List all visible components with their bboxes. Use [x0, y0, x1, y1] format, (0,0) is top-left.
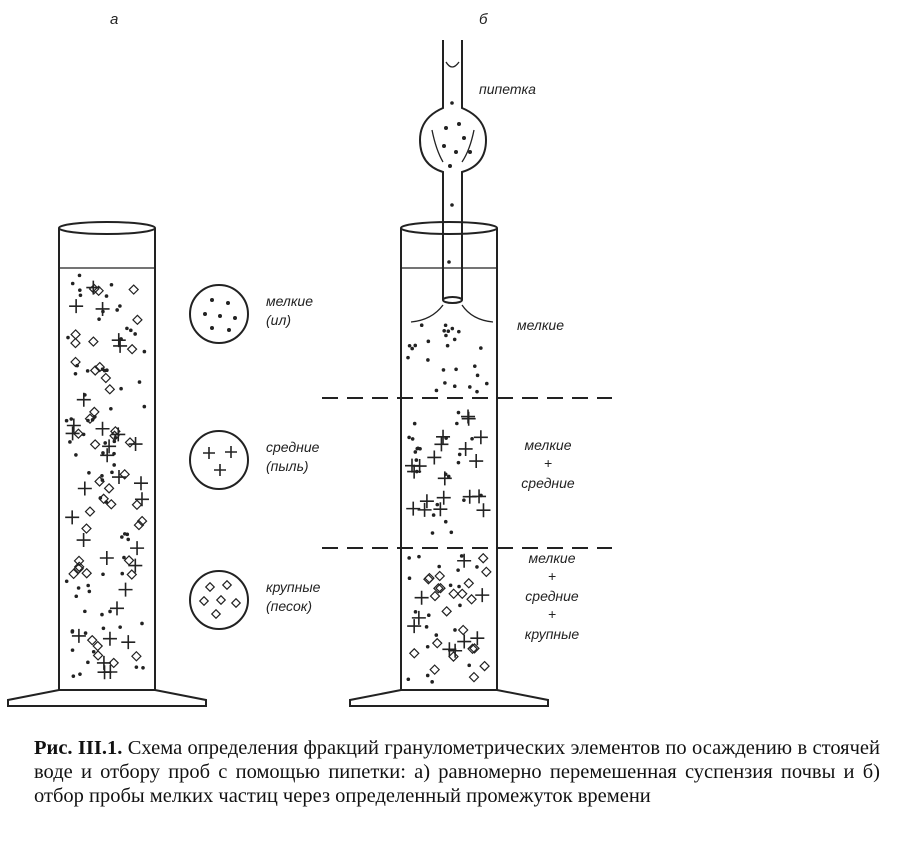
caption-text: Схема определения фракций гранулометриче…	[34, 737, 880, 807]
legend-medium-line1: средние	[266, 439, 320, 455]
svg-text:+: +	[544, 455, 552, 471]
legend-fine-circle	[189, 284, 249, 344]
cylinder-a-suspension	[64, 273, 149, 680]
zone-top-label: мелкие	[517, 317, 564, 333]
pipette-label: пипетка	[479, 81, 536, 97]
legend-coarse-line2: (песок)	[266, 598, 312, 614]
cylinder-a	[7, 221, 207, 707]
panel-a-label: а	[110, 11, 118, 28]
svg-text:крупные: крупные	[525, 626, 580, 642]
legend-coarse-circle	[189, 570, 249, 630]
legend-medium-line2: (пыль)	[266, 458, 309, 474]
pipette	[410, 40, 494, 323]
legend-coarse-line1: крупные	[266, 579, 321, 595]
zone-bottom-label: мелкие + средние + крупные	[525, 550, 580, 642]
svg-text:средние: средние	[525, 588, 579, 604]
svg-text:мелкие: мелкие	[517, 317, 564, 333]
sedimentation-diagram: а б мелкие (ил) средние (пыль) крупные (	[7, 11, 612, 707]
caption-label: Рис. III.1.	[34, 737, 123, 759]
svg-text:+: +	[548, 606, 556, 622]
svg-text:мелкие: мелкие	[525, 437, 572, 453]
legend-fine-line2: (ил)	[266, 312, 291, 328]
figure-caption: Рис. III.1. Схема определения фракций гр…	[34, 736, 880, 808]
panel-b-label: б	[479, 11, 488, 28]
legend-fine-line1: мелкие	[266, 293, 313, 309]
svg-text:средние: средние	[521, 475, 575, 491]
cylinder-b	[349, 221, 549, 707]
svg-text:+: +	[548, 568, 556, 584]
svg-text:мелкие: мелкие	[529, 550, 576, 566]
zone-middle-label: мелкие + средние	[521, 437, 575, 491]
legend-medium-circle	[189, 430, 249, 490]
cylinder-b-suspension	[405, 323, 492, 684]
